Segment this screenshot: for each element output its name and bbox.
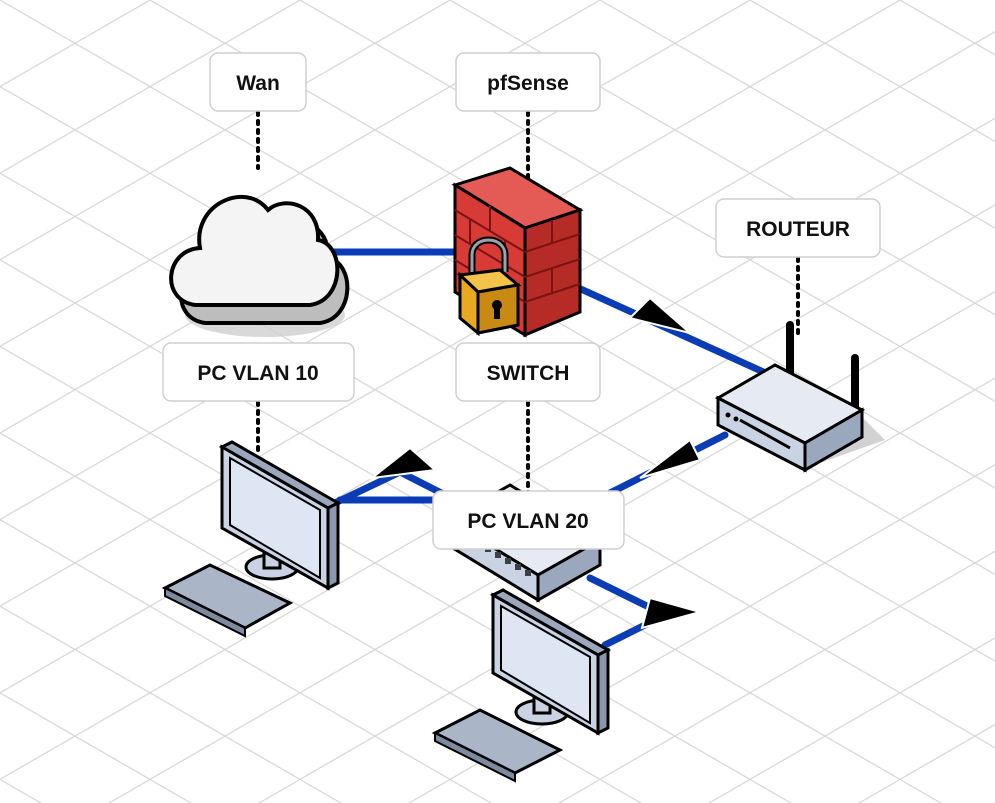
arrow-to-routeur: [628, 296, 691, 334]
link-pfsense-routeur: [568, 281, 774, 379]
label-routeur: ROUTEUR: [715, 198, 881, 258]
label-wan: Wan: [209, 52, 307, 112]
svg-text:SWITCH: SWITCH: [487, 362, 570, 385]
router-icon[interactable]: [714, 321, 885, 473]
svg-text:ROUTEUR: ROUTEUR: [746, 218, 850, 241]
label-pc-vlan-10: PC VLAN 10: [162, 342, 355, 402]
label-pfsense: pfSense: [455, 52, 601, 112]
arrow-to-pc20: [640, 596, 704, 630]
desktop-pc-icon[interactable]: [161, 440, 342, 638]
svg-text:PC VLAN 20: PC VLAN 20: [467, 510, 588, 533]
label-pc-vlan-20: PC VLAN 20: [432, 490, 625, 550]
svg-text:pfSense: pfSense: [487, 72, 569, 95]
arrow-to-pc10: [368, 446, 438, 480]
label-switch: SWITCH: [455, 342, 601, 402]
svg-text:Wan: Wan: [236, 72, 280, 95]
cloud-icon[interactable]: [169, 194, 350, 337]
desktop-pc-icon[interactable]: [431, 588, 612, 783]
label-leaders: [256, 110, 800, 497]
arrow-to-switch: [639, 438, 702, 479]
svg-text:PC VLAN 10: PC VLAN 10: [197, 362, 318, 385]
firewall-icon[interactable]: [451, 166, 584, 338]
